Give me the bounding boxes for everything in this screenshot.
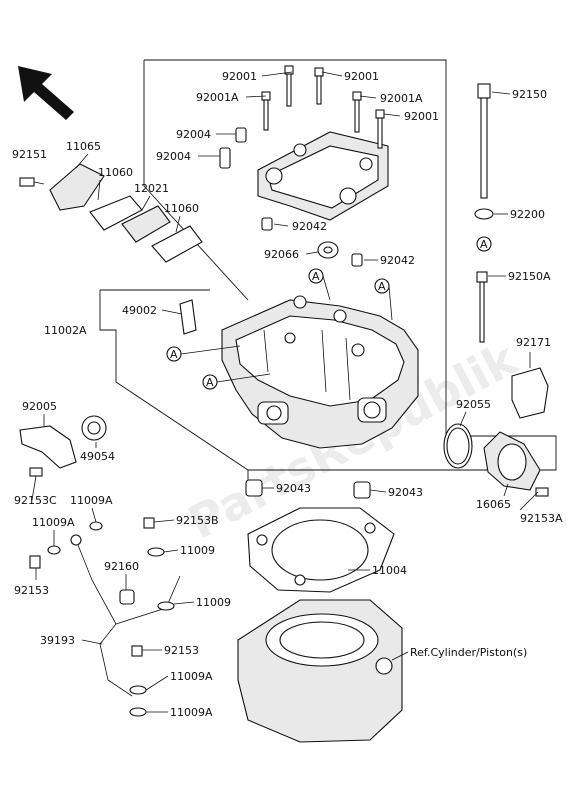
part-label: 92153: [164, 644, 199, 657]
part-labels: 92001 92001 92001A 92001A 92001 92004 92…: [12, 70, 563, 719]
svg-text:A: A: [170, 348, 178, 361]
thermostat-housing: [19, 415, 107, 477]
part-label: 92153: [14, 584, 49, 597]
ref-marker: A: [476, 236, 492, 252]
part-label: 92005: [22, 400, 57, 413]
part-label: 92001: [404, 110, 439, 123]
cylinder: [237, 599, 403, 743]
part-label: 11009: [196, 596, 231, 609]
dowel-pins: [219, 127, 371, 499]
part-label: 11065: [66, 140, 101, 153]
part-label: 11009A: [32, 516, 75, 529]
part-label: 92055: [456, 398, 491, 411]
camshaft-holder: [257, 131, 389, 221]
part-label: 92001A: [196, 91, 239, 104]
part-label: 11009: [180, 544, 215, 557]
reference-note: Ref.Cylinder/Piston(s): [410, 646, 527, 659]
part-label: 92160: [104, 560, 139, 573]
ref-marker: A: [374, 278, 390, 294]
part-label: 92001: [222, 70, 257, 83]
part-label: 92066: [264, 248, 299, 261]
part-label: 92043: [388, 486, 423, 499]
part-label: 92153A: [520, 512, 563, 525]
part-label: 92151: [12, 148, 47, 161]
arrow-upper-left-icon: [18, 66, 74, 120]
part-label: 92171: [516, 336, 551, 349]
svg-text:A: A: [378, 280, 386, 293]
leader-lines: [31, 71, 539, 713]
part-label: 11060: [98, 166, 133, 179]
part-label: 11004: [372, 564, 407, 577]
part-label: 11060: [164, 202, 199, 215]
cylinder-head: [221, 295, 419, 449]
bolt-set-92001: [261, 65, 385, 149]
part-label: 92001A: [380, 92, 423, 105]
part-label: 11009A: [70, 494, 113, 507]
intake-joint: [443, 367, 549, 497]
part-label: 92042: [380, 254, 415, 267]
part-label: 39193: [40, 634, 75, 647]
part-label: 92153B: [176, 514, 219, 527]
part-label: 92200: [510, 208, 545, 221]
ref-marker: A: [166, 346, 182, 362]
part-label: 92004: [156, 150, 191, 163]
part-label: 92150: [512, 88, 547, 101]
part-label: 92004: [176, 128, 211, 141]
part-label: 49002: [122, 304, 157, 317]
part-label: 92001: [344, 70, 379, 83]
part-label: 92153C: [14, 494, 57, 507]
part-label: 12021: [134, 182, 169, 195]
part-label: 49054: [80, 450, 115, 463]
ref-marker-group: A A A A A: [166, 236, 492, 390]
ref-marker: A: [308, 268, 324, 284]
svg-text:A: A: [480, 238, 488, 251]
part-label: 92043: [276, 482, 311, 495]
part-label: 11009A: [170, 706, 213, 719]
part-label: 16065: [476, 498, 511, 511]
assembly-frame: [99, 59, 557, 480]
part-label: 11009A: [170, 670, 213, 683]
part-label: 92150A: [508, 270, 551, 283]
oil-pipe: [29, 517, 181, 717]
long-bolt-92150: [474, 83, 494, 343]
part-label: 11002A: [44, 324, 87, 337]
ref-marker: A: [202, 374, 218, 390]
reed-valve-components: [19, 163, 203, 335]
head-gasket: [247, 507, 395, 593]
part-label: 92042: [292, 220, 327, 233]
svg-text:A: A: [312, 270, 320, 283]
svg-text:A: A: [206, 376, 214, 389]
